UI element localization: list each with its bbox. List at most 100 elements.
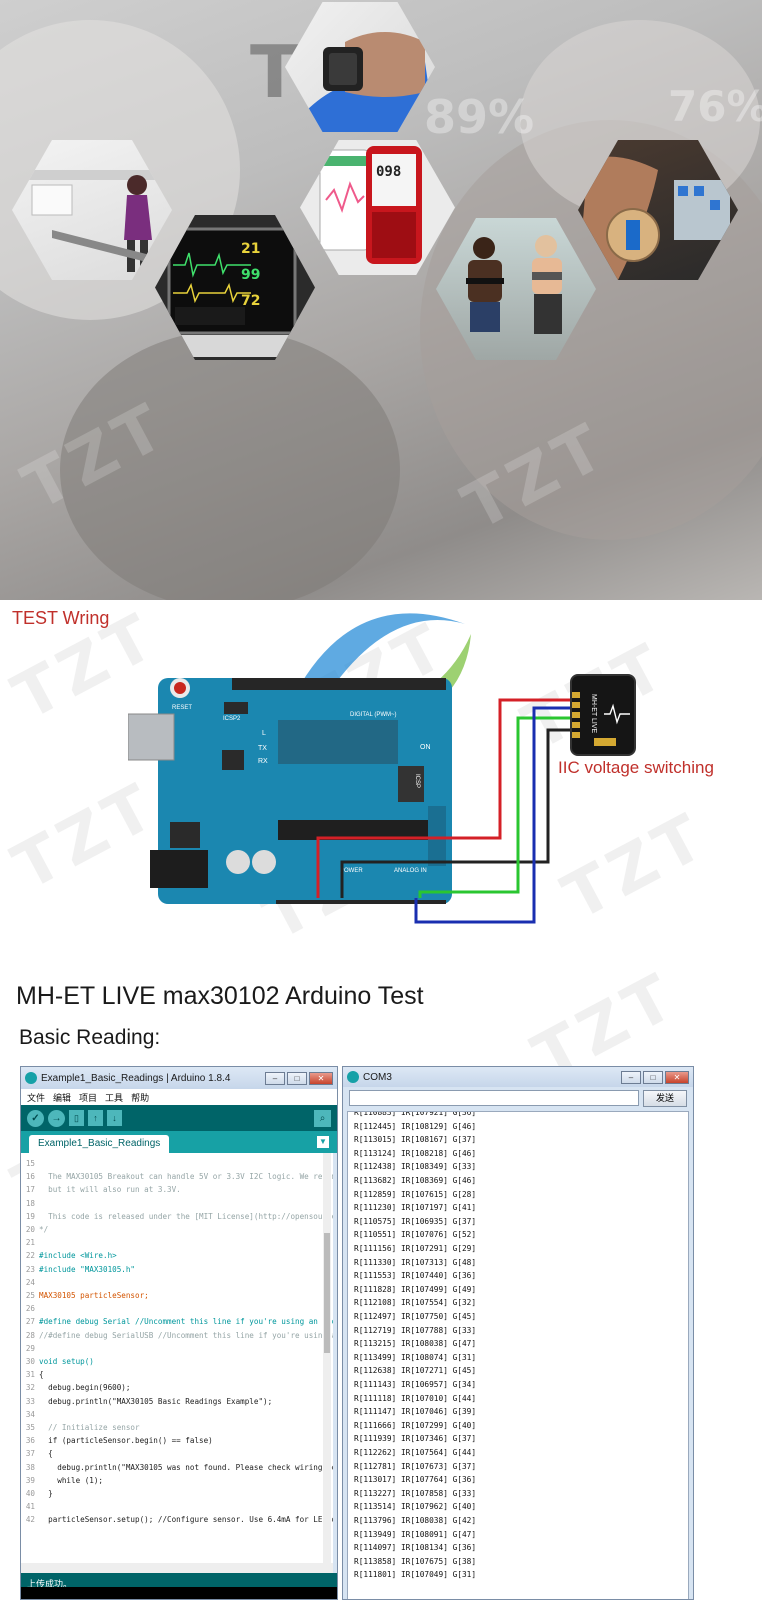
code-text: while (1); — [39, 1475, 104, 1485]
serial-line: R[111156] IR[107291] G[29] — [354, 1244, 477, 1253]
line-number: 26 — [25, 1304, 35, 1314]
ide-titlebar[interactable]: Example1_Basic_Readings | Arduino 1.8.4 … — [21, 1067, 337, 1089]
serial-line: R[113015] IR[108167] G[37] — [354, 1135, 477, 1145]
editor-scrollbar[interactable] — [323, 1153, 331, 1563]
serial-line: R[112719] IR[107788] G[33] — [354, 1325, 477, 1335]
code-text: { — [39, 1370, 44, 1380]
minimize-button[interactable]: – — [265, 1071, 285, 1085]
menu-sketch[interactable]: 项目 — [79, 1092, 98, 1103]
verify-button[interactable]: ✓ — [27, 1109, 44, 1127]
menu-file[interactable]: 文件 — [27, 1092, 46, 1103]
code-text: but it will also run at 3.3V. — [39, 1185, 181, 1195]
code-line: 29 — [21, 1342, 333, 1355]
code-text: if (particleSensor.begin() == false) — [39, 1436, 213, 1446]
line-number: 16 — [25, 1172, 35, 1182]
maximize-button[interactable]: □ — [643, 1070, 663, 1084]
sensor-label: MH-ET LIVE — [590, 694, 597, 734]
serial-input-row: 发送 — [343, 1087, 693, 1109]
tab-example1-basic-readings[interactable]: Example1_Basic_Readings — [29, 1135, 170, 1153]
code-line: 18 — [21, 1197, 333, 1210]
monitor-icon — [167, 227, 309, 357]
serial-input[interactable] — [349, 1090, 639, 1106]
line-number: 27 — [25, 1317, 35, 1327]
code-line: 35 // Initialize sensor — [21, 1421, 333, 1434]
serial-line: R[113215] IR[108038] G[47] — [354, 1339, 477, 1349]
l-label: L — [262, 730, 266, 737]
line-number: 35 — [25, 1423, 35, 1432]
line-number: 36 — [25, 1436, 35, 1446]
code-text: The MAX30105 Breakout can handle 5V or 3… — [39, 1172, 333, 1182]
arduino-app-icon — [347, 1071, 359, 1083]
analog-label: ANALOG IN — [394, 868, 427, 874]
serial-line: R[112497] IR[107750] G[45] — [354, 1312, 477, 1321]
open-sketch-button[interactable]: ↑ — [88, 1110, 103, 1126]
menu-tools[interactable]: 工具 — [105, 1092, 124, 1103]
menu-edit[interactable]: 编辑 — [53, 1092, 72, 1103]
iic-voltage-label: IIC voltage switching — [558, 758, 714, 777]
line-number: 28 — [25, 1330, 35, 1340]
code-line: 17 but it will also run at 3.3V. — [21, 1183, 333, 1196]
code-line: 41 — [21, 1500, 333, 1513]
arduino-board — [128, 678, 452, 904]
code-text: { — [39, 1449, 53, 1459]
test-section: TZT TZT MH-ET LIVE max30102 Arduino Test… — [0, 970, 762, 1600]
menu-help[interactable]: 帮助 — [131, 1092, 150, 1103]
code-text: #define debug Serial //Uncomment this li… — [39, 1317, 333, 1327]
arduino-ide-window: Example1_Basic_Readings | Arduino 1.8.4 … — [20, 1066, 338, 1600]
code-line: 32 debug.begin(9600); — [21, 1381, 333, 1394]
serial-line: R[112445] IR[108129] G[46] — [354, 1121, 477, 1131]
wire-scl — [418, 716, 575, 898]
serial-line: R[112262] IR[107564] G[44] — [354, 1448, 477, 1457]
wire-sda — [414, 706, 575, 924]
serial-line: R[112638] IR[107271] G[45] — [354, 1366, 477, 1376]
monitor-hr-readout: 99 — [241, 267, 261, 283]
minimize-button[interactable]: – — [621, 1070, 641, 1084]
serial-line: R[110551] IR[107076] G[52] — [354, 1230, 477, 1240]
line-number: 38 — [25, 1462, 35, 1472]
code-text: This code is released under the [MIT Lic… — [39, 1211, 333, 1221]
line-number: 39 — [25, 1475, 35, 1485]
smartwatch-icon — [295, 32, 435, 132]
code-text: } — [39, 1489, 53, 1498]
serial-titlebar[interactable]: COM3 – □ ✕ — [343, 1067, 693, 1087]
send-button[interactable]: 发送 — [643, 1089, 687, 1107]
wire-gnd — [340, 728, 575, 898]
ide-menubar: 文件 编辑 项目 工具 帮助 — [21, 1089, 337, 1105]
close-button[interactable]: ✕ — [309, 1071, 333, 1085]
serial-line: R[112438] IR[108349] G[33] — [354, 1162, 477, 1172]
line-number: 23 — [25, 1264, 35, 1274]
code-text: // Initialize sensor — [39, 1423, 140, 1432]
serial-line: R[113949] IR[108091] G[47] — [354, 1529, 477, 1539]
code-line: 23#include "MAX30105.h" — [21, 1263, 333, 1276]
serial-line: R[111230] IR[107197] G[41] — [354, 1203, 477, 1213]
close-button[interactable]: ✕ — [665, 1070, 689, 1084]
serial-line: R[113858] IR[107675] G[38] — [354, 1556, 477, 1566]
sensor-pins — [572, 692, 580, 740]
new-sketch-button[interactable]: ▯ — [69, 1110, 84, 1126]
code-line: 28//#define debug SerialUSB //Uncomment … — [21, 1329, 333, 1342]
serial-monitor-window: COM3 – □ ✕ 发送 R[110883] IR[107921] G[36]… — [342, 1066, 694, 1600]
maximize-button[interactable]: □ — [287, 1071, 307, 1085]
serial-line: R[113796] IR[108038] G[42] — [354, 1516, 477, 1525]
reset-label: RESET — [172, 705, 193, 711]
line-number: 33 — [25, 1396, 35, 1406]
serial-output[interactable]: R[110883] IR[107921] G[36]R[112445] IR[1… — [347, 1111, 689, 1599]
code-text: particleSensor.setup(); //Configure sens… — [39, 1515, 333, 1525]
code-text: debug.println("MAX30105 was not found. P… — [39, 1462, 333, 1472]
code-line: 26 — [21, 1302, 333, 1315]
line-number: 40 — [25, 1489, 35, 1498]
runners-icon — [466, 235, 562, 334]
digital-label: DIGITAL (PWM~) — [350, 712, 397, 718]
code-line: 19 This code is released under the [MIT … — [21, 1210, 333, 1223]
tab-menu-button[interactable]: ▼ — [317, 1136, 329, 1148]
phone-readout: 098 — [376, 164, 402, 180]
editor-horizontal-scrollbar[interactable] — [21, 1563, 333, 1573]
icsp-label: ICSP — [414, 774, 420, 789]
line-number: 29 — [25, 1343, 35, 1353]
serial-monitor-button[interactable]: ⌕ — [314, 1109, 331, 1127]
line-number: 30 — [25, 1357, 35, 1366]
save-sketch-button[interactable]: ↓ — [107, 1110, 122, 1126]
upload-button[interactable]: → — [48, 1109, 65, 1127]
